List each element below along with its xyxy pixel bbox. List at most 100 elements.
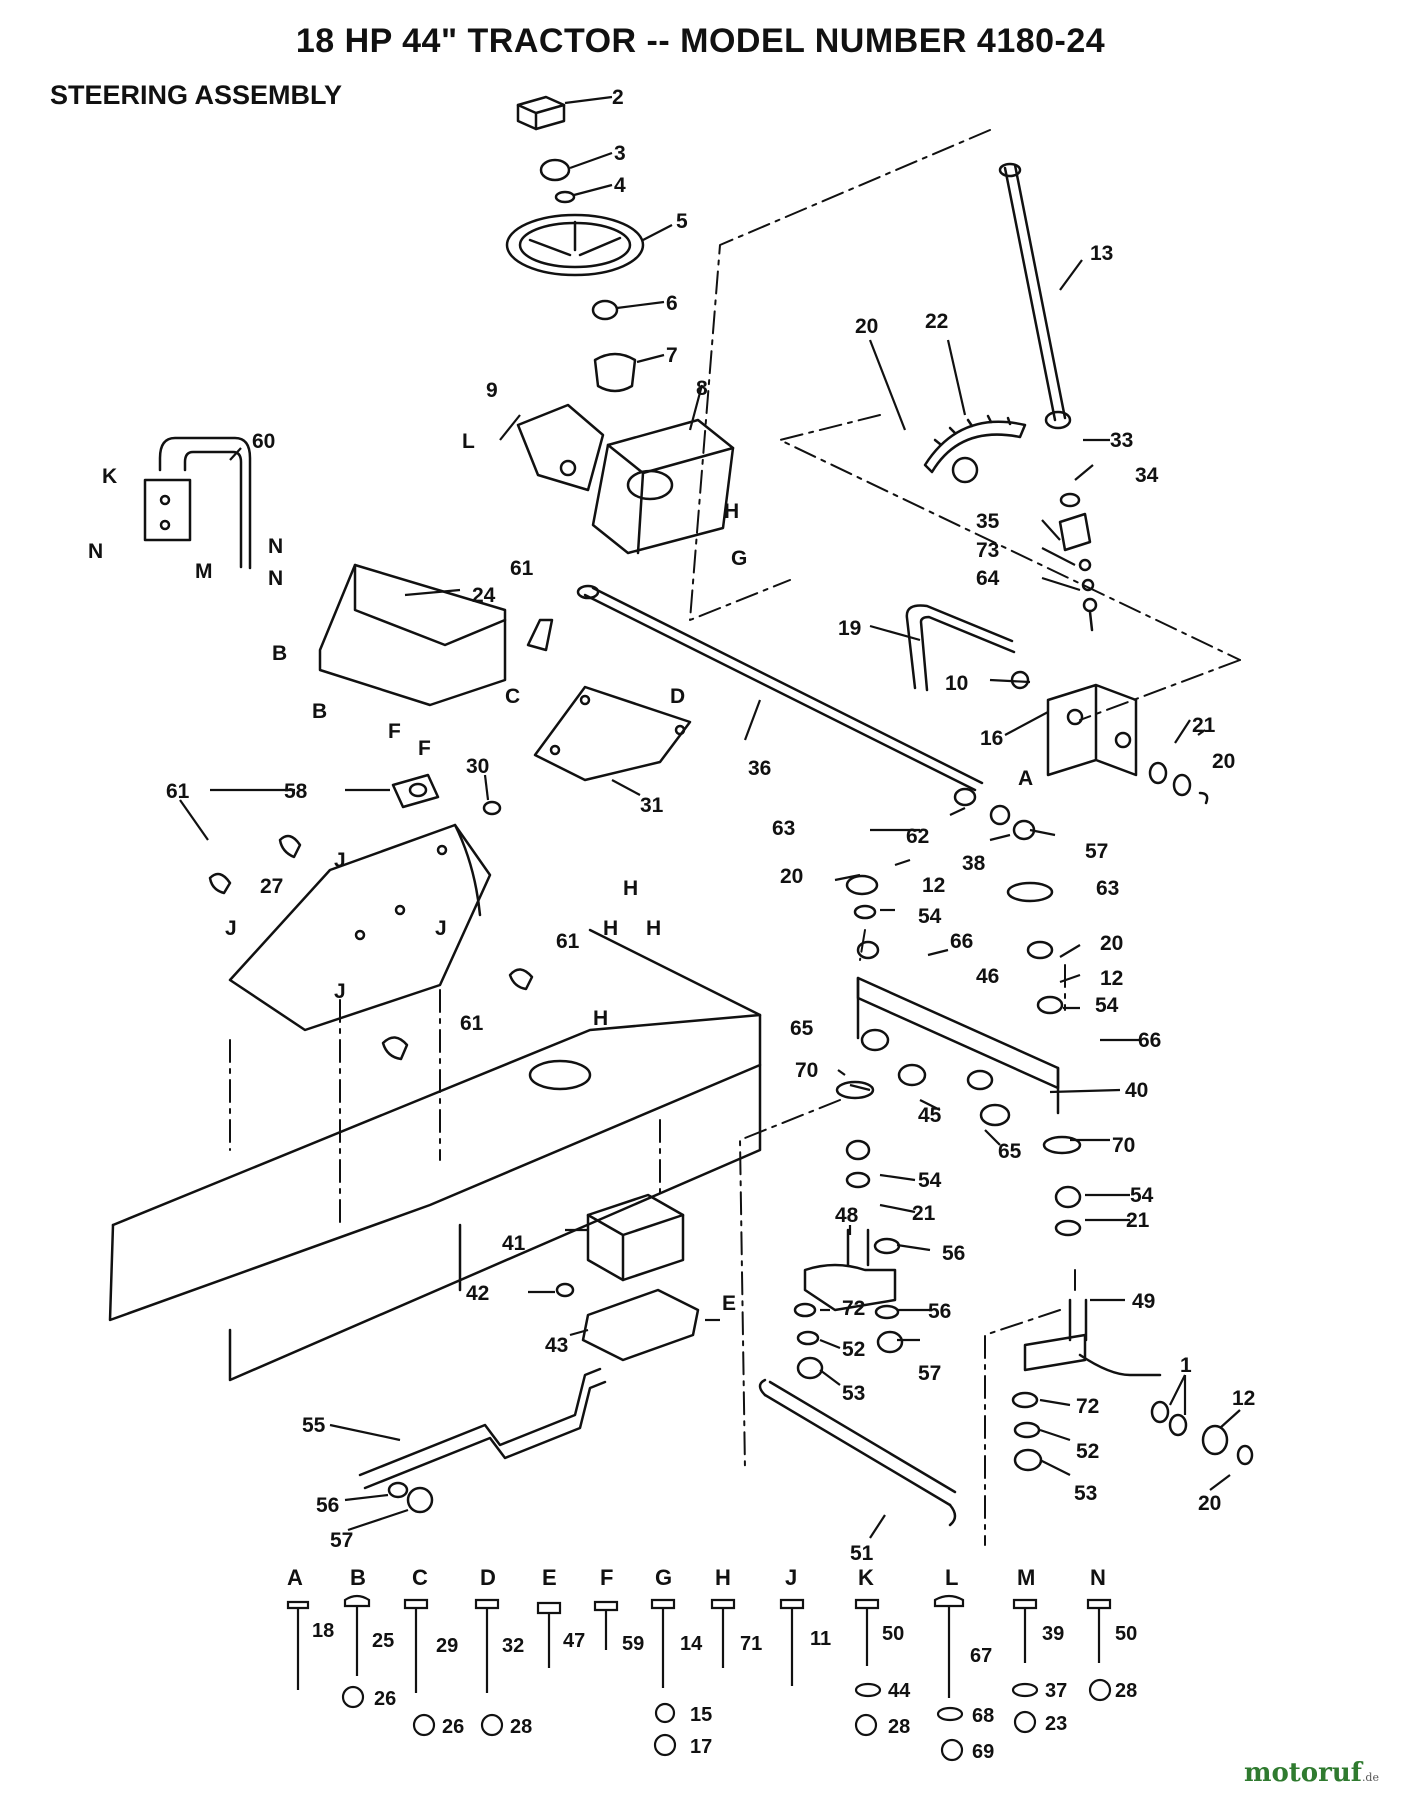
callout-19: 19 — [838, 617, 861, 640]
callout-52a: 52 — [842, 1338, 865, 1361]
watermark-suffix: .de — [1361, 1771, 1379, 1784]
callout-9: 9 — [486, 379, 498, 402]
callout-35: 35 — [976, 510, 1000, 533]
callout-36: 36 — [748, 757, 771, 780]
ref-letter-g: G — [731, 547, 747, 570]
page-title: 18 HP 44" TRACTOR -- MODEL NUMBER 4180-2… — [295, 22, 1106, 60]
ref-letter-h: H — [603, 917, 618, 940]
callout-5: 5 — [676, 210, 688, 233]
hw-letter-n: N — [1090, 1565, 1106, 1590]
callout-13: 13 — [1090, 242, 1113, 265]
hw-n-28: 28 — [1115, 1680, 1137, 1702]
ref-letter-b: B — [272, 642, 287, 665]
hw-letter-h: H — [715, 1565, 731, 1590]
callout-6: 6 — [666, 292, 678, 315]
hw-g-17: 17 — [690, 1736, 712, 1758]
callout-62: 62 — [906, 825, 929, 848]
hw-b-26: 26 — [442, 1716, 464, 1738]
callout-49: 49 — [1132, 1290, 1155, 1313]
ref-letter-j: J — [334, 849, 346, 872]
callout-21a: 21 — [1192, 714, 1216, 737]
callout-12c: 12 — [1232, 1387, 1255, 1410]
callout-22: 22 — [925, 310, 948, 333]
callout-73: 73 — [976, 539, 999, 562]
ref-letter-f: F — [388, 720, 401, 743]
parts-line-drawing — [108, 95, 1254, 1546]
hardware-legend: A 18 26 B 25 26 28 C 29 D 32 E 47 F 59 G… — [287, 1565, 1137, 1763]
hw-b-28: 28 — [510, 1716, 532, 1738]
hw-c-29: 29 — [436, 1635, 458, 1657]
callout-16: 16 — [980, 727, 1003, 750]
callout-52b: 52 — [1076, 1440, 1099, 1463]
hw-a-26: 26 — [374, 1688, 396, 1710]
watermark-brand: motoruf — [1243, 1758, 1362, 1788]
hw-b-25: 25 — [372, 1630, 394, 1652]
ref-letter-a: A — [1018, 767, 1033, 790]
callout-33: 33 — [1110, 429, 1133, 452]
hw-letter-b: B — [350, 1565, 366, 1590]
callout-63b: 63 — [1096, 877, 1119, 900]
ref-letter-h: H — [623, 877, 638, 900]
section-title: STEERING ASSEMBLY — [50, 80, 343, 110]
callout-40: 40 — [1125, 1079, 1148, 1102]
reference-letters: A B B C D E F F G H H H H H J J J J K L … — [88, 430, 1033, 1315]
callout-57a: 57 — [1085, 840, 1108, 863]
ref-letter-k: K — [102, 465, 117, 488]
callout-48: 48 — [835, 1204, 859, 1227]
callout-72b: 72 — [1076, 1395, 1099, 1418]
callout-30: 30 — [466, 755, 489, 778]
ref-letter-j: J — [334, 980, 346, 1003]
hw-k-50: 50 — [882, 1623, 904, 1645]
ref-letter-f: F — [418, 737, 431, 760]
callout-53a: 53 — [842, 1382, 865, 1405]
callout-61a: 61 — [510, 557, 534, 580]
callout-27: 27 — [260, 875, 283, 898]
callout-56c: 56 — [316, 1494, 339, 1517]
callout-51: 51 — [850, 1542, 874, 1565]
callout-3: 3 — [614, 142, 626, 165]
hw-h-71: 71 — [740, 1633, 762, 1655]
hw-e-47: 47 — [563, 1630, 585, 1652]
callout-65b: 65 — [998, 1140, 1022, 1163]
hw-j-11: 11 — [810, 1628, 831, 1650]
callout-21c: 21 — [1126, 1209, 1150, 1232]
callout-64: 64 — [976, 567, 1000, 590]
callout-54a: 54 — [918, 905, 942, 928]
hw-k-28: 28 — [888, 1716, 910, 1738]
hw-m-23: 23 — [1045, 1713, 1067, 1735]
ref-letter-e: E — [722, 1292, 736, 1315]
callout-60: 60 — [252, 430, 275, 453]
callout-4: 4 — [614, 174, 626, 197]
callout-20b: 20 — [1212, 750, 1235, 773]
callout-20e: 20 — [1198, 1492, 1221, 1515]
callout-61b: 61 — [166, 780, 190, 803]
callout-53b: 53 — [1074, 1482, 1097, 1505]
ref-letter-b: B — [312, 700, 327, 723]
callout-41: 41 — [502, 1232, 526, 1255]
hw-letter-l: L — [945, 1565, 958, 1590]
ref-letter-n: N — [268, 535, 283, 558]
callout-66a: 66 — [950, 930, 973, 953]
callout-54b: 54 — [1095, 994, 1119, 1017]
hw-letter-g: G — [655, 1565, 672, 1590]
ref-letter-c: C — [505, 685, 520, 708]
callout-1: 1 — [1180, 1354, 1192, 1377]
callout-31: 31 — [640, 794, 664, 817]
callout-21b: 21 — [912, 1202, 936, 1225]
callout-72a: 72 — [842, 1297, 865, 1320]
hw-letter-m: M — [1017, 1565, 1035, 1590]
hw-g-14: 14 — [680, 1633, 703, 1655]
hardware-drawings — [286, 1594, 1112, 1762]
hw-g-15: 15 — [690, 1704, 712, 1726]
hw-d-32: 32 — [502, 1635, 524, 1657]
ref-letter-d: D — [670, 685, 685, 708]
hw-m-39: 39 — [1042, 1623, 1064, 1645]
callout-56a: 56 — [942, 1242, 965, 1265]
hw-letter-j: J — [785, 1565, 797, 1590]
hw-letter-f: F — [600, 1565, 613, 1590]
callout-2: 2 — [612, 86, 624, 109]
callout-63a: 63 — [772, 817, 795, 840]
callout-46: 46 — [976, 965, 999, 988]
callout-55: 55 — [302, 1414, 326, 1437]
